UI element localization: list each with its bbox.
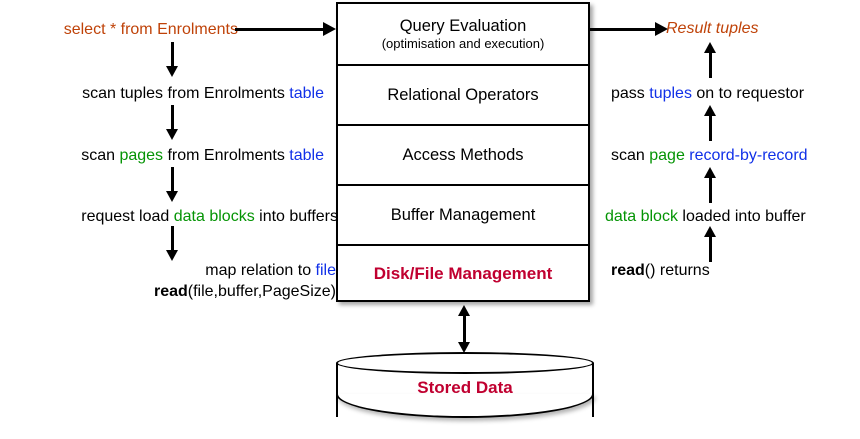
stack-layer-sublabel: (optimisation and execution)	[381, 35, 545, 51]
left-row-query: select * from Enrolments	[64, 20, 238, 39]
left-row-map-relation-file: file	[315, 262, 336, 279]
left-row-scan-pages-pages: pages	[119, 147, 164, 164]
stack-layer-access-methods[interactable]: Access Methods	[338, 124, 588, 184]
right-row-result-tuples-text: Result tuples	[666, 20, 759, 37]
left-row-request-load-datablocks: data blocks	[173, 208, 255, 225]
stored-data-label: Stored Data	[417, 378, 513, 397]
right-row-read-returns-fn: read	[611, 262, 645, 279]
left-row-scan-pages-prefix: scan	[81, 147, 120, 164]
stack-layer-label: Buffer Management	[390, 205, 536, 224]
stack-layer-buffer-management[interactable]: Buffer Management	[338, 184, 588, 244]
left-row-query-text: select * from Enrolments	[63, 21, 238, 38]
left-row-read-call-fn: read	[153, 283, 188, 300]
right-row-data-block-loaded-suffix: loaded into buffer	[677, 208, 806, 225]
right-row-pass-tuples-prefix: pass	[611, 85, 650, 102]
stored-data-cylinder[interactable]: Stored Data	[336, 352, 594, 428]
left-row-request-load-prefix: request load	[81, 208, 174, 225]
right-row-scan-page-prefix: scan	[611, 147, 650, 164]
dbms-layer-stack: Query Evaluation (optimisation and execu…	[336, 2, 590, 302]
left-row-request-load-suffix: into buffers	[254, 208, 338, 225]
right-row-read-returns-suffix: () returns	[644, 262, 710, 279]
stack-layer-disk-file-management[interactable]: Disk/File Management	[338, 244, 588, 302]
right-row-scan-page-rbr: record-by-record	[689, 147, 808, 164]
left-row-read-call: read(file,buffer,PageSize)	[154, 282, 336, 301]
right-row-scan-page-page: page	[649, 147, 685, 164]
left-row-map-relation: map relation to file	[205, 261, 336, 280]
left-row-read-call-args: (file,buffer,PageSize)	[187, 283, 336, 300]
stack-layer-query-evaluation[interactable]: Query Evaluation (optimisation and execu…	[338, 4, 588, 64]
cylinder-top-ellipse	[336, 352, 594, 374]
right-row-read-returns: read() returns	[611, 261, 710, 280]
right-row-result-tuples: Result tuples	[666, 19, 759, 38]
left-row-scan-tuples-table: table	[289, 85, 324, 102]
stack-layer-label: Relational Operators	[387, 85, 539, 104]
right-row-scan-page: scan page record-by-record	[611, 146, 808, 165]
right-row-data-block-loaded: data block loaded into buffer	[605, 207, 806, 226]
left-row-scan-tuples-text: scan tuples from Enrolments	[82, 85, 290, 102]
left-row-scan-pages-table: table	[289, 147, 324, 164]
left-row-scan-tuples: scan tuples from Enrolments table	[82, 84, 324, 103]
stack-layer-label: Disk/File Management	[373, 264, 553, 284]
left-row-map-relation-prefix: map relation to	[205, 262, 316, 279]
right-row-pass-tuples-tuples: tuples	[649, 85, 692, 102]
left-row-request-load: request load data blocks into buffers	[81, 207, 338, 226]
stack-layer-label: Query Evaluation	[399, 16, 527, 35]
right-row-pass-tuples: pass tuples on to requestor	[611, 84, 804, 103]
stack-layer-label: Access Methods	[402, 145, 524, 164]
stack-layer-relational-operators[interactable]: Relational Operators	[338, 64, 588, 124]
left-row-scan-pages: scan pages from Enrolments table	[81, 146, 324, 165]
left-row-scan-pages-mid: from Enrolments	[163, 147, 290, 164]
right-row-data-block-loaded-datablock: data block	[605, 208, 678, 225]
right-row-pass-tuples-suffix: on to requestor	[691, 85, 805, 102]
